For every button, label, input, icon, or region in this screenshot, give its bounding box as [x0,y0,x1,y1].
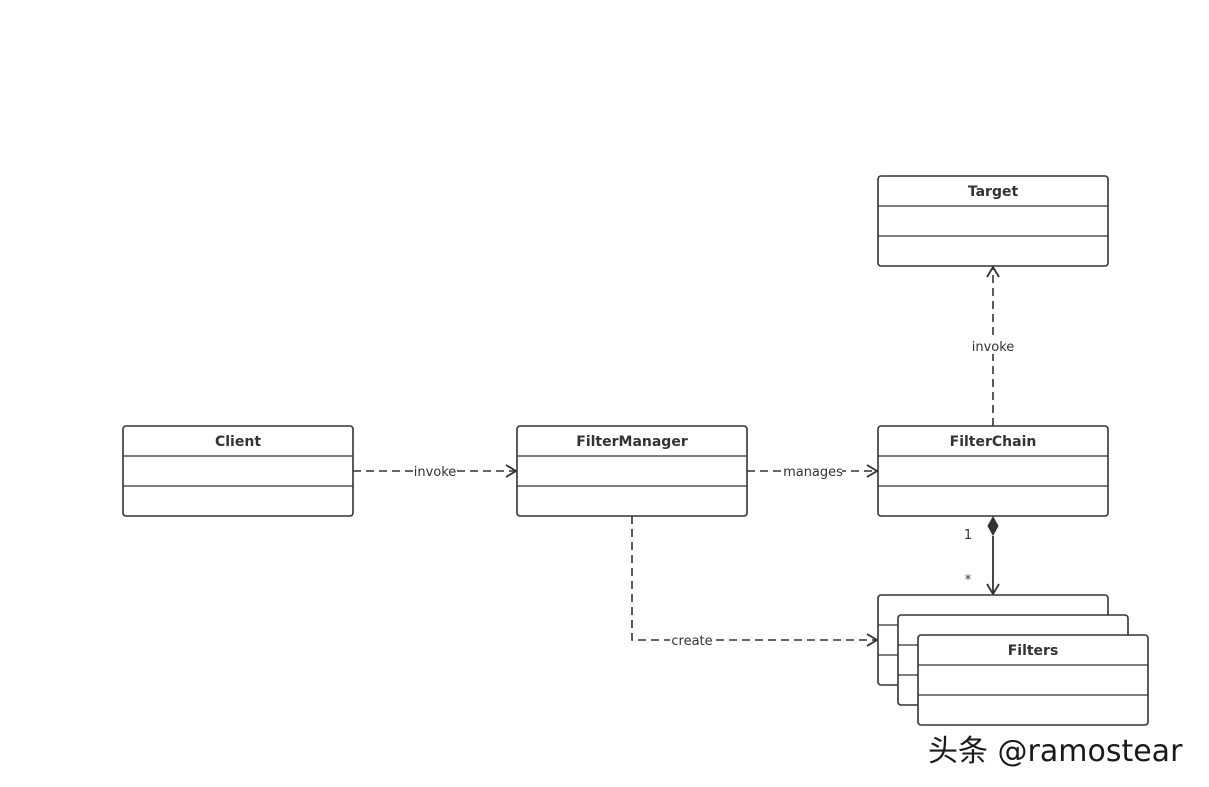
class-client-name: Client [215,434,261,450]
edge-label-invoke-client: invoke [414,465,457,480]
edge-label-invoke-target: invoke [972,340,1015,355]
class-filters-name: Filters [1008,643,1059,659]
class-filter-chain-name: FilterChain [950,434,1037,450]
class-target[interactable]: Target [877,175,1109,267]
edge-chain-invoke-target: invoke [970,267,1016,426]
class-target-name: Target [968,184,1019,200]
filters-front-card: Filters [917,634,1149,726]
edge-manager-manages-chain: manages [747,463,877,480]
edge-client-invoke-manager: invoke [353,463,516,480]
multiplicity-filters: * [965,573,972,588]
composition-diamond-icon [987,515,999,537]
edge-chain-composition-filters: 1 * [964,515,999,594]
class-filters-stack[interactable]: Filters [877,594,1149,726]
edge-label-create: create [671,634,712,649]
watermark: 头条 @ramostear [928,734,1183,769]
edge-manager-create-filters: create [631,516,877,649]
class-filter-chain[interactable]: FilterChain [877,425,1109,517]
class-filter-manager[interactable]: FilterManager [516,425,748,517]
class-client[interactable]: Client [122,425,354,517]
multiplicity-chain: 1 [964,528,972,543]
class-filter-manager-name: FilterManager [576,434,688,450]
edge-label-manages: manages [783,465,843,480]
